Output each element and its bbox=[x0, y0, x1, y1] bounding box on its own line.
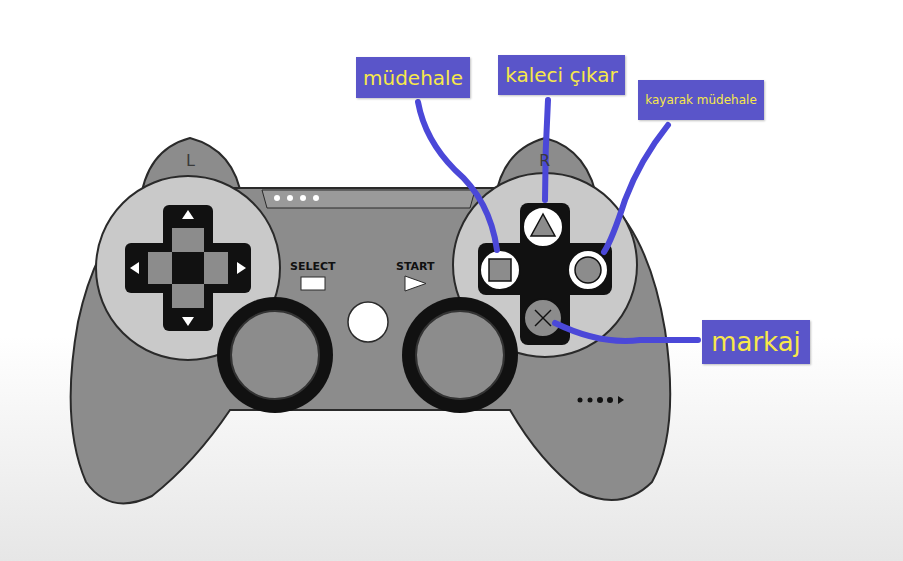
shoulder-label: R bbox=[539, 151, 550, 170]
callout-text: markaj bbox=[711, 327, 801, 357]
callout-box: kayarak müdehale bbox=[638, 80, 764, 120]
button-label: START bbox=[396, 260, 435, 273]
callout-box: müdehale bbox=[356, 57, 470, 98]
callout-text: kaleci çıkar bbox=[505, 63, 618, 87]
button-label: SELECT bbox=[290, 260, 336, 273]
callout-box: markaj bbox=[702, 320, 810, 364]
shoulder-label: L bbox=[186, 151, 195, 170]
callout-text: müdehale bbox=[363, 66, 463, 90]
callout-box: kaleci çıkar bbox=[498, 55, 625, 95]
callout-text: kayarak müdehale bbox=[645, 93, 757, 107]
